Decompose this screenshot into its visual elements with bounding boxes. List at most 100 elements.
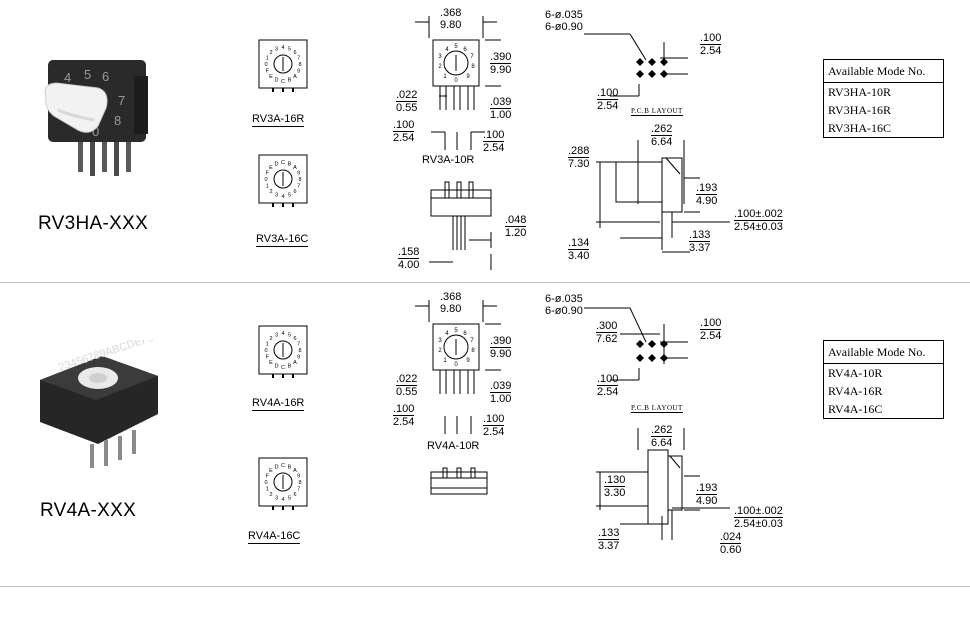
rv3a-16r-digit: 5 [288,46,291,52]
available-mode-item: RV4A-10R [828,366,883,380]
rv3a-16c-digit: 0 [264,177,267,183]
side-height-mm: 7.30 [568,158,590,170]
rv4a-16r-digit: D [275,364,279,370]
svg-text:3: 3 [438,338,442,344]
rv3a-16c-digit: 5 [288,193,291,199]
side-pin-in: .133 [598,527,620,540]
rv4a-16c-digit: 6 [293,492,296,498]
rv3a-16c-digit: B [288,161,292,167]
rv3a-16c-digit: 8 [298,177,301,183]
rv4a-16r-digit: C [281,365,285,371]
pcb-layout-caption: P.C.B LAYOUT [631,107,683,116]
svg-text:6: 6 [463,47,467,53]
rv3a-16r-digit: 9 [297,69,300,75]
rv3a-16c-digit: A [293,165,297,171]
front-pitch-right-mm: 2.54 [483,426,505,438]
rv4a-16c-digit: E [269,468,273,474]
rv4a-16c-digit: 9 [297,474,300,480]
rv4a-16r-digit: F [266,355,270,361]
rv3a-16r-digit: C [281,79,285,85]
svg-text:7: 7 [118,93,125,108]
pcb-hole-mm: 6-ø0.90 [545,305,583,317]
front-width-in: .368 [440,7,462,19]
rv3a-16c-digit: C [281,160,285,166]
rv4a-bottom-view [430,467,488,495]
side-pin-mm: 3.37 [598,540,620,552]
rv4a-16r-digit: E [269,360,273,366]
rv3a-16c-digit: 9 [297,171,300,177]
front-pin-width-mm: 0.55 [396,102,418,114]
side-body-in: .193 [696,182,718,195]
svg-text:0: 0 [92,124,99,139]
front-pin-width-mm: 0.55 [396,386,418,398]
side-body-mm: 4.90 [696,195,718,207]
front-height-in: .390 [490,335,512,348]
front-pin-width-in: .022 [396,373,418,386]
side-width-mm: 6.64 [651,136,673,148]
rv3a-16r-digit: B [288,78,292,84]
pcb-hole-in: 6-ø.035 [545,293,583,305]
side-width-in: .262 [651,123,673,136]
rv4a-16r-digit: A [293,360,297,366]
rv3a-16r-digit: E [269,74,273,80]
rv3ha-available-modes-table: Available Mode No. RV3HA-10R RV3HA-16R R… [823,59,944,138]
side-thickness-mm: 0.60 [720,544,742,556]
rv4a-16r-digit: 4 [281,331,284,337]
rv3a-16r-digit: 3 [275,46,278,52]
rv3a-16c-digit: E [269,165,273,171]
svg-text:4: 4 [445,47,449,53]
front-pitch-left-mm: 2.54 [393,416,415,428]
available-mode-item: RV3HA-16R [828,103,892,117]
side-foot-in: .134 [568,237,590,250]
pcb-layout-caption: P.C.B LAYOUT [631,404,683,413]
rv3a-10r-caption: RV3A-10R [422,154,475,166]
pcb-hole-mm: 6-ø0.90 [545,21,583,33]
rv4a-16c-digit: 8 [298,480,301,486]
rv4a-16c-digit: C [281,463,285,469]
section-divider [0,282,970,283]
svg-text:7: 7 [470,54,474,60]
side-width-in: .262 [651,424,673,437]
svg-text:9: 9 [466,74,470,80]
rv3-pcb-layout [584,33,688,97]
rv4a-10r-front-view: 4 5 6 7 8 9 0 1 2 3 [415,300,501,434]
bottom-thickness-in: .048 [505,214,527,227]
rv4a-16c-digit: D [275,464,279,470]
available-mode-item: RV3HA-10R [828,85,892,99]
pcb-row-pitch-mm: 2.54 [700,330,722,342]
rv4-pcb-layout [584,307,688,381]
bottom-thickness-mm: 1.20 [505,227,527,239]
available-mode-item: RV4A-16C [828,402,883,416]
rv3a-16r-digit: 0 [264,62,267,68]
front-height-mm: 9.90 [490,348,512,360]
rv4a-available-modes-table: Available Mode No. RV4A-10R RV4A-16R RV4… [823,340,944,419]
front-width-mm: 9.80 [440,19,462,31]
rv4a-10r-caption: RV4A-10R [427,440,480,452]
rv4a-16r-digit: 9 [297,355,300,361]
rv3ha-product-photo: 4 5 6 7 8 0 [44,60,148,176]
rv4a-16r-digit: 2 [269,336,272,342]
side-pitch-mm: 2.54±0.03 [734,221,783,233]
front-pin-length-in: .039 [490,380,512,393]
available-mode-item: RV4A-16R [828,384,883,398]
pcb-hole-in: 6-ø.035 [545,9,583,21]
rv4a-product-photo: 23456789ABCDEF01 [40,340,160,468]
rv3ha-model-label: RV3HA-XXX [38,213,149,234]
front-pitch-left-in: .100 [393,119,415,132]
side-pitch-in: .100±.002 [734,505,783,518]
svg-text:2: 2 [438,348,442,354]
rv4a-16r-caption: RV4A-16R [252,397,305,411]
pcb-col-pitch-mm: 2.54 [597,100,619,112]
rv3a-16c-digit: 3 [275,193,278,199]
svg-text:0: 0 [454,362,458,368]
svg-text:1: 1 [443,74,447,80]
svg-text:5: 5 [84,67,91,82]
svg-text:5: 5 [454,328,458,334]
front-pitch-right-in: .100 [483,413,505,426]
rv4a-16r-digit: 5 [288,332,291,338]
pcb-col-pitch-in: .100 [597,373,619,386]
side-pitch-mm: 2.54±0.03 [734,518,783,530]
